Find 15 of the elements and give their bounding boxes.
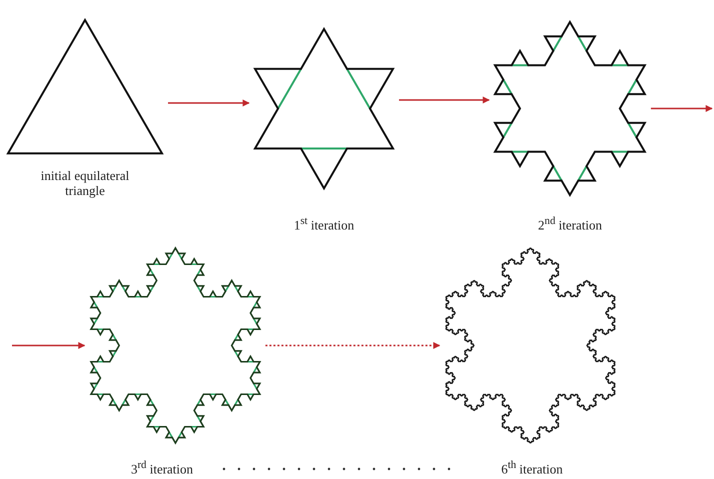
node-label: 6$^{th}$ iteration [500,458,564,476]
snowflake-drawing [255,29,393,189]
snowflake-drawing [90,248,260,443]
arrow [12,342,86,349]
node-label: 1$^{st}$ iteration [292,214,356,232]
snowflake-drawing [495,22,645,195]
snowflake-drawing [446,248,614,443]
triangle-drawing [8,20,162,154]
arrow [168,100,250,106]
node-label: 3$^{rd}$ iteration [130,458,194,476]
node-label: 2$^{nd}$ iteration [537,214,603,232]
arrow [265,342,440,349]
node-label: initial equilateral triangle [40,168,130,198]
arrow [650,105,713,112]
arrow [399,96,490,104]
